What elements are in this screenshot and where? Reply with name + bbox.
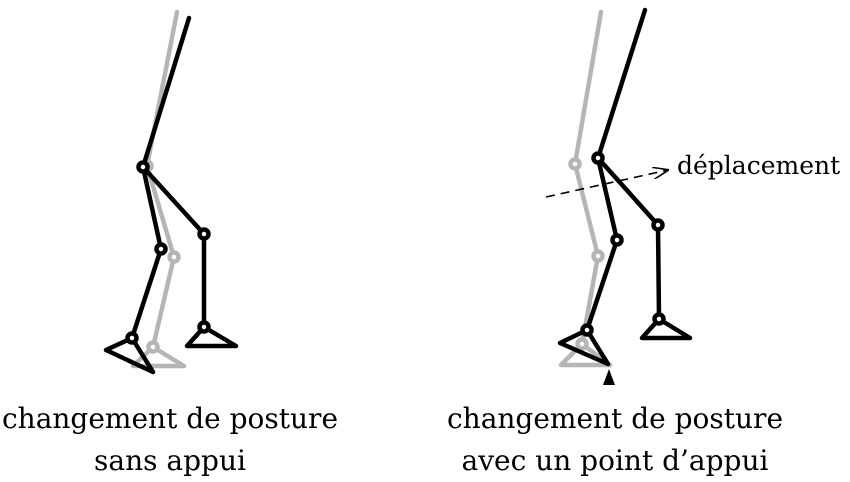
current-posture-left [106,18,236,372]
black-joint-ankle2 [655,315,664,324]
black-joint-knee2 [654,221,663,230]
gray-joint-knee [170,253,179,262]
panel-right-figure: déplacement [546,10,840,385]
support-point-marker [603,369,615,385]
black-joint-ankle2 [200,323,209,332]
gray-joint-ankle [578,340,587,349]
black-foot2 [642,319,690,338]
black-foot2 [187,327,236,346]
gray-thigh-upper [575,12,601,164]
caption-left: changement de posture sans appui [0,398,340,482]
black-thigh-upper [143,18,189,167]
black-joint-ankle1 [583,326,592,335]
caption-right: changement de posture avec un point d’ap… [420,398,810,482]
black-joint-knee1 [613,236,622,245]
black-joint-hip [594,154,603,163]
gray-shin [575,164,598,256]
previous-posture-right [561,12,610,365]
gray-joint-hip [571,160,580,169]
black-joint-knee2 [200,230,209,239]
displacement-label: déplacement [677,151,840,180]
black-leg2-lower [658,225,659,319]
black-joint-hip [139,163,148,172]
black-joint-knee1 [157,245,166,254]
caption-left-line1: changement de posture [0,398,340,440]
gray-joint-knee [594,252,603,261]
gray-joint-ankle [149,343,158,352]
black-joint-ankle1 [128,334,137,343]
panel-left-figure [106,12,236,372]
black-thigh-upper [598,10,645,158]
caption-right-line1: changement de posture [420,398,810,440]
